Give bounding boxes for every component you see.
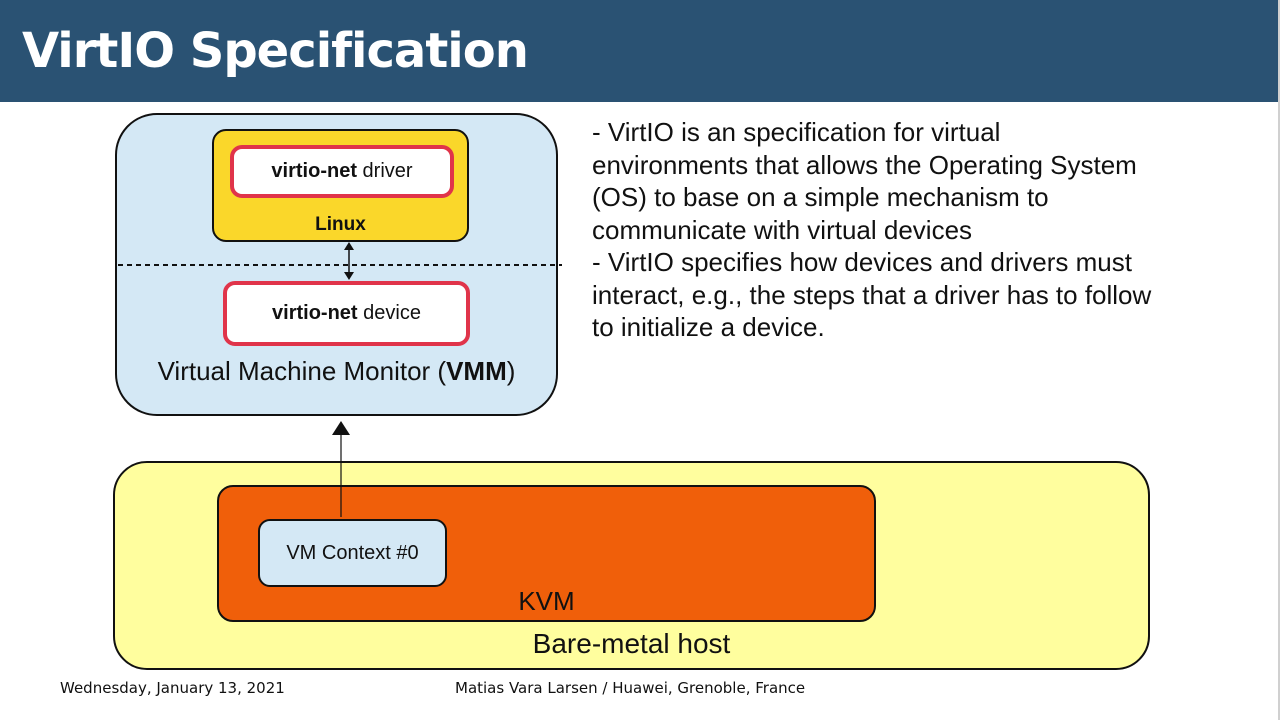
driver-bold-label: virtio-net [271, 160, 357, 182]
vmm-label: Virtual Machine Monitor (VMM) [117, 356, 556, 387]
host-label: Bare-metal host [532, 628, 731, 659]
bullet-item: - VirtIO is an specification for virtual… [592, 117, 1137, 245]
vmm-label-post: ) [506, 356, 516, 386]
kvm-label: KVM [518, 586, 575, 616]
virtio-net-driver-box: virtio-net driver [230, 145, 454, 198]
vmm-label-bold: VMM [446, 356, 507, 386]
linux-label: Linux [315, 214, 366, 235]
footer-author: Matias Vara Larsen / Huawei, Grenoble, F… [455, 679, 806, 697]
driver-label: driver [356, 160, 413, 182]
device-bold-label: virtio-net [272, 302, 358, 324]
bullet-item: - VirtIO specifies how devices and drive… [592, 247, 1152, 342]
bullet-list: - VirtIO is an specification for virtual… [592, 116, 1152, 344]
title-bar: VirtIO Specification [0, 0, 1280, 102]
device-label: device [357, 302, 421, 324]
virtio-net-device-box: virtio-net device [223, 281, 470, 346]
footer-date: Wednesday, January 13, 2021 [60, 679, 285, 697]
vmm-label-pre: Virtual Machine Monitor ( [157, 356, 447, 386]
right-edge-scrollbar[interactable] [1278, 0, 1280, 720]
slide-title: VirtIO Specification [22, 23, 529, 79]
vm-context-box: VM Context #0 [258, 519, 447, 587]
